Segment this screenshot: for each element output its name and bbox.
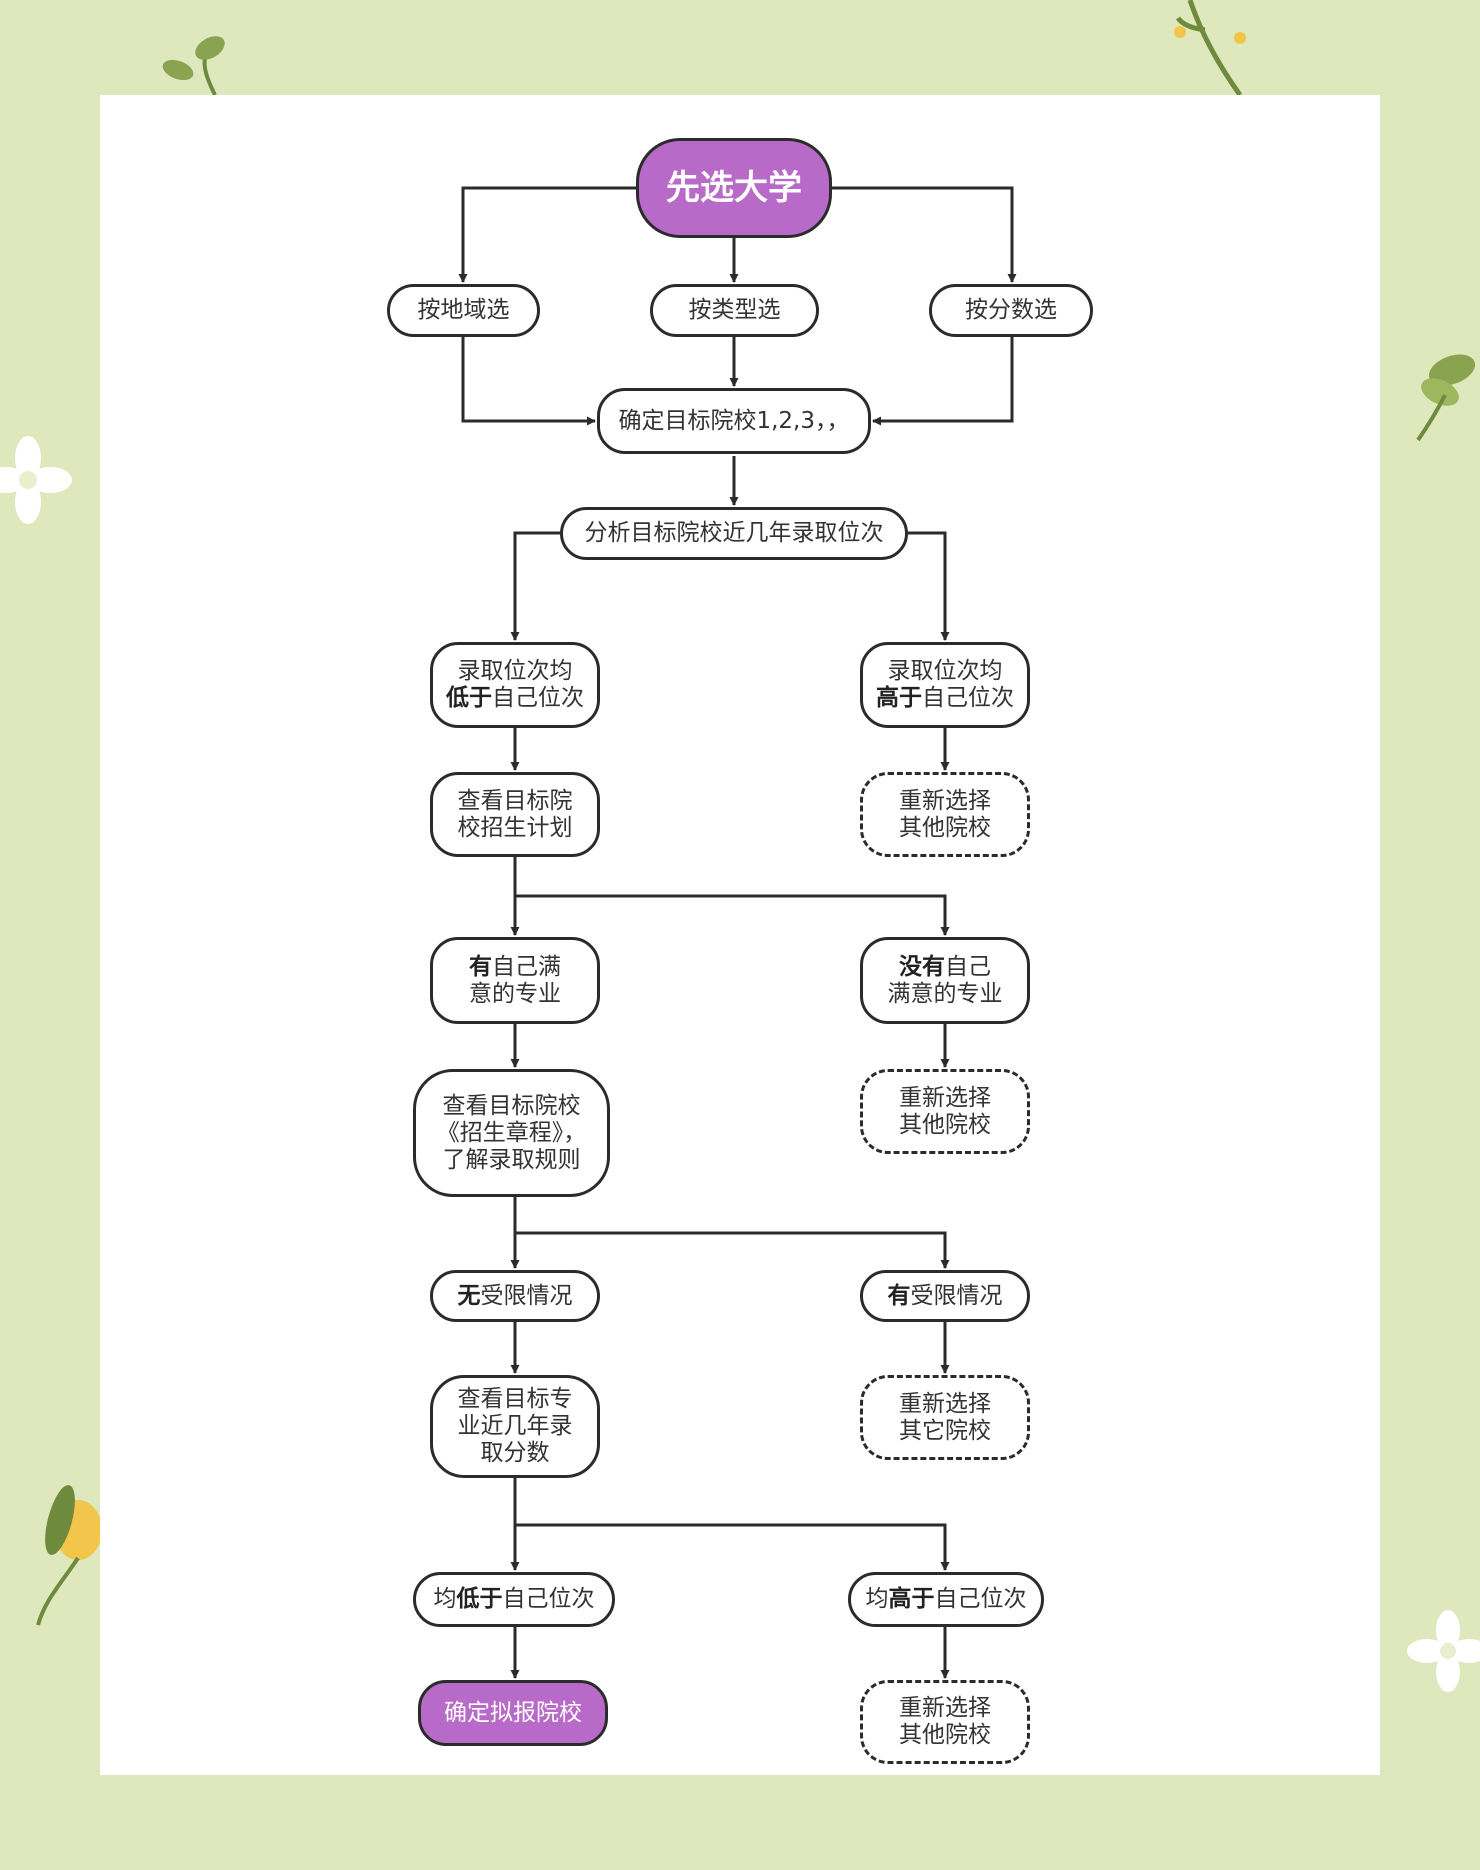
connector-arrow	[461, 337, 596, 426]
target-schools-label: 确定目标院校1,2,3，，	[618, 407, 850, 434]
view-scores-node: 查看目标专 业近几年录 取分数	[430, 1375, 600, 1478]
rank-higher-label: 录取位次均 高于自己位次	[876, 658, 1014, 711]
start-node-label: 先选大学	[666, 167, 802, 208]
filter-label: 按类型选	[688, 297, 781, 323]
rank-lower-node: 录取位次均 低于自己位次	[430, 642, 600, 728]
reselect-node: 重新选择 其他院校	[860, 1680, 1030, 1764]
diagram-canvas	[100, 95, 1380, 1775]
connector-arrow	[515, 1523, 950, 1571]
branch-icon	[1175, 0, 1243, 97]
view-charter-node: 查看目标院校 《招生章程》， 了解录取规则	[413, 1069, 610, 1197]
no-major-label: 没有自己 满意的专业	[887, 953, 1003, 1007]
reselect-node: 重新选择 其它院校	[860, 1375, 1030, 1460]
leaf-cluster-icon	[1416, 354, 1476, 442]
target-schools-node: 确定目标院校1,2,3，，	[597, 388, 871, 454]
has-limit-label: 有受限情况	[887, 1282, 1003, 1309]
connector-arrow	[908, 531, 950, 641]
filter-by-type-node: 按类型选	[650, 284, 819, 337]
connector-arrow	[515, 894, 950, 936]
filter-label: 按地域选	[417, 297, 510, 323]
tulip-icon	[36, 1485, 102, 1626]
analyze-rank-label: 分析目标院校近几年录取位次	[584, 520, 884, 546]
has-limit-node: 有受限情况	[860, 1270, 1030, 1322]
has-major-node: 有自己满 意的专业	[430, 937, 600, 1024]
has-major-label: 有自己满 意的专业	[469, 953, 561, 1007]
no-limit-label: 无受限情况	[457, 1282, 573, 1309]
reselect-node: 重新选择 其他院校	[860, 772, 1030, 857]
view-plan-node: 查看目标院 校招生计划	[430, 772, 600, 857]
avg-higher-node: 均高于自己位次	[848, 1572, 1044, 1627]
final-label: 确定拟报院校	[444, 1699, 582, 1726]
leaf-icon	[195, 36, 225, 60]
no-major-node: 没有自己 满意的专业	[860, 937, 1030, 1024]
avg-lower-node: 均低于自己位次	[413, 1572, 615, 1627]
reselect-node: 重新选择 其他院校	[860, 1069, 1030, 1154]
flower-icon	[1407, 1610, 1480, 1692]
view-scores-label: 查看目标专 业近几年录 取分数	[457, 1386, 573, 1466]
reselect-label: 重新选择 其它院校	[899, 1390, 991, 1444]
avg-higher-label: 均高于自己位次	[865, 1586, 1027, 1612]
connector-arrow	[515, 1231, 950, 1269]
reselect-label: 重新选择 其他院校	[899, 1084, 991, 1138]
analyze-rank-node: 分析目标院校近几年录取位次	[560, 507, 908, 560]
berry-icon	[1174, 26, 1186, 38]
filter-by-region-node: 按地域选	[387, 284, 540, 337]
connector-arrow	[872, 337, 1014, 426]
reselect-label: 重新选择 其他院校	[899, 1695, 991, 1748]
reselect-label: 重新选择 其他院校	[899, 787, 991, 841]
rank-lower-label: 录取位次均 低于自己位次	[446, 658, 584, 711]
berry-icon	[1234, 32, 1246, 44]
view-charter-label: 查看目标院校 《招生章程》， 了解录取规则	[436, 1092, 587, 1173]
filter-label: 按分数选	[965, 297, 1057, 323]
start-node: 先选大学	[636, 138, 832, 238]
connector-arrow	[510, 531, 560, 641]
no-limit-node: 无受限情况	[430, 1270, 600, 1322]
filter-by-score-node: 按分数选	[929, 284, 1093, 337]
rank-higher-node: 录取位次均 高于自己位次	[860, 642, 1030, 728]
final-node: 确定拟报院校	[418, 1680, 608, 1746]
connector-arrow	[832, 186, 1017, 283]
flower-icon	[0, 436, 72, 524]
connector-arrow	[458, 186, 636, 283]
leaf-icon	[162, 59, 194, 81]
avg-lower-label: 均低于自己位次	[433, 1586, 595, 1612]
view-plan-label: 查看目标院 校招生计划	[457, 787, 573, 841]
